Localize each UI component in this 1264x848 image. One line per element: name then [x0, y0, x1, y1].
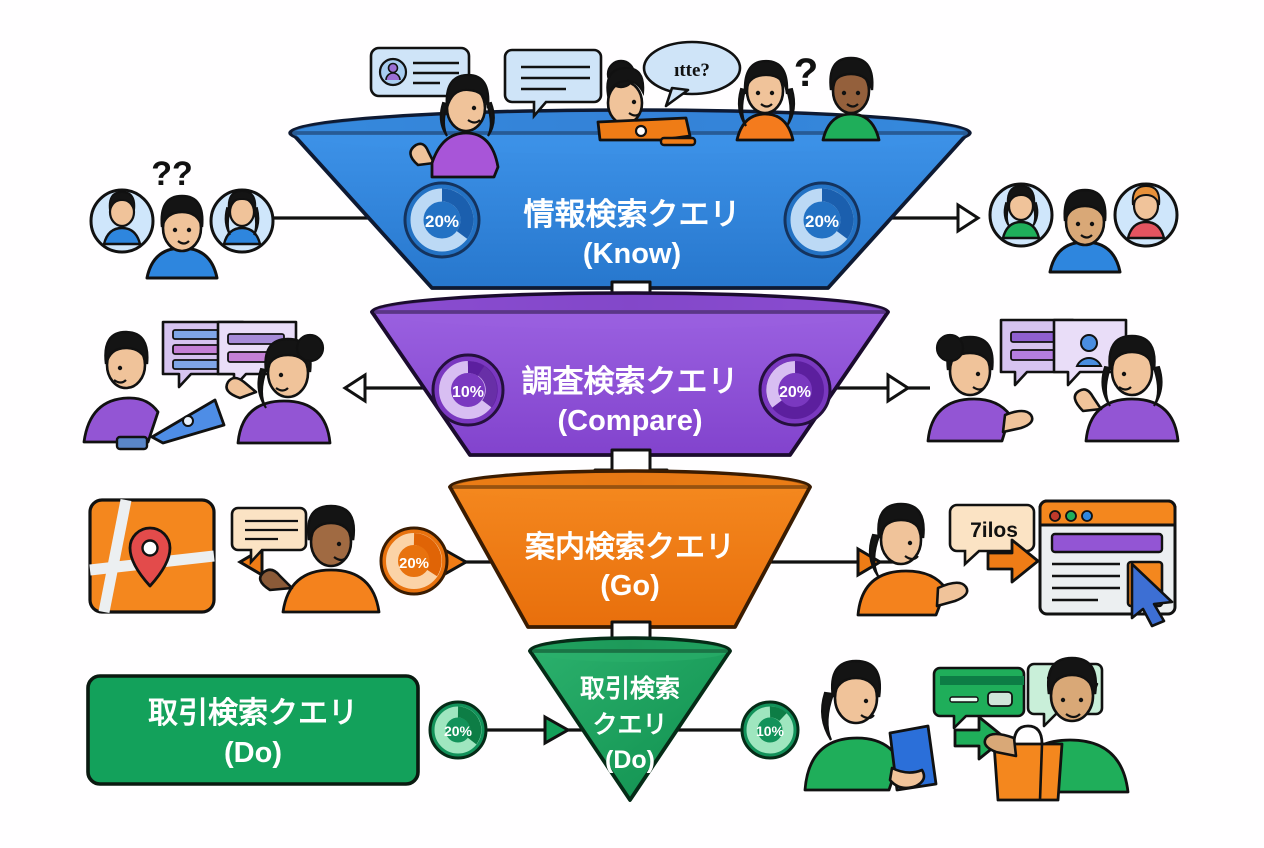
side-box-do[interactable]: 取引検索クエリ (Do) [86, 674, 420, 786]
browser-right-go: 7ilos [856, 499, 1177, 628]
side-box-jp-label: 取引検索クエリ [148, 697, 358, 730]
donut-know-left: 20% [403, 181, 481, 259]
people-left-compare [82, 320, 332, 451]
know-en-label: (Know) [583, 238, 681, 270]
donut-compare-left: 10% [431, 353, 505, 427]
arrowhead-go-right [856, 546, 883, 578]
message-bubble-icon [503, 48, 603, 120]
person-laptop-compare [82, 330, 226, 451]
arrowhead-know-right [956, 202, 981, 234]
do-top-fill [532, 640, 728, 662]
person-woman-compare-left [225, 333, 332, 445]
donut-compare-right-value: 20% [779, 384, 811, 401]
question-speech-bubble: ıtte? [642, 40, 742, 108]
profile-card-bubble-icon [369, 46, 471, 98]
side-box-en-label: (Do) [224, 737, 282, 769]
do-jp-label-1: 取引検索 [580, 675, 680, 703]
donut-do-left-value: 20% [444, 723, 473, 739]
people-top-know: ıtte? [369, 40, 881, 179]
question-marks-left: ?? [151, 155, 193, 193]
browser-window-icon [1038, 499, 1177, 628]
person-green-top [821, 56, 881, 142]
shopping-right-do [803, 656, 1130, 802]
go-top-fill [452, 473, 808, 501]
avatar-right-center [1048, 188, 1122, 274]
donut-do-left: 20% [428, 700, 488, 760]
question-mark-top-right: ? [794, 51, 818, 95]
question-bubble-text: ıtte? [674, 60, 710, 81]
person-purple-top [409, 73, 500, 179]
donut-know-right-value: 20% [805, 212, 839, 231]
arrowhead-do-center [543, 714, 572, 746]
person-orange-top [735, 59, 796, 142]
person-laptop-top [596, 59, 697, 147]
arrowhead-compare-right [886, 372, 911, 404]
side-box-shape [86, 674, 420, 786]
arrowhead-compare-left [342, 372, 367, 404]
avatar-left-1 [89, 188, 155, 254]
go-forward-arrow [986, 538, 1040, 584]
funnel-level-do[interactable]: 取引検索 クエリ (Do) 20% 10% [428, 636, 800, 802]
compare-top-fill [374, 295, 886, 329]
compare-jp-label: 調査検索クエリ [522, 364, 739, 399]
donut-compare-left-value: 10% [452, 384, 484, 401]
do-en-label: (Do) [605, 746, 655, 774]
person-go-right [856, 502, 969, 617]
donut-go-left: 20% [379, 526, 449, 596]
donut-go-left-value: 20% [399, 555, 429, 572]
know-jp-label: 情報検索クエリ [524, 197, 741, 232]
donut-do-right-value: 10% [756, 723, 785, 739]
funnel-level-compare[interactable]: 10% 20% 調査検索クエリ (Compare) [370, 291, 890, 457]
go-bubble-text: 7ilos [970, 519, 1018, 542]
go-jp-label: 案内検索クエリ [525, 530, 735, 564]
person-tablet-do [803, 659, 938, 792]
donut-know-left-value: 20% [425, 212, 459, 231]
donut-know-right: 20% [783, 181, 861, 259]
person-woman-compare-right-1 [926, 333, 1034, 443]
do-jp-label-2: クエリ [592, 711, 667, 739]
credit-card-bubble-icon [932, 666, 1026, 730]
people-right-compare [926, 318, 1180, 443]
funnel-level-go[interactable]: 20% 案内検索クエリ (Go) [379, 469, 812, 629]
avatar-left-center [145, 194, 219, 280]
go-chat-bubble-left [230, 506, 308, 566]
donut-compare-right: 20% [758, 353, 832, 427]
compare-en-label: (Compare) [557, 405, 702, 437]
avatar-right-2 [1113, 182, 1179, 248]
avatar-trio-right-know [988, 182, 1179, 274]
person-woman-compare-right-2 [1073, 334, 1180, 443]
go-en-label: (Go) [600, 570, 660, 602]
map-icon [88, 498, 216, 614]
avatar-right-1 [988, 182, 1054, 248]
donut-do-right: 10% [740, 700, 800, 760]
person-go-left [258, 504, 381, 614]
avatar-left-2 [209, 188, 275, 254]
map-left-go [88, 498, 381, 614]
person-bag-do [983, 656, 1130, 802]
avatar-trio-left-know: ?? [89, 155, 275, 280]
